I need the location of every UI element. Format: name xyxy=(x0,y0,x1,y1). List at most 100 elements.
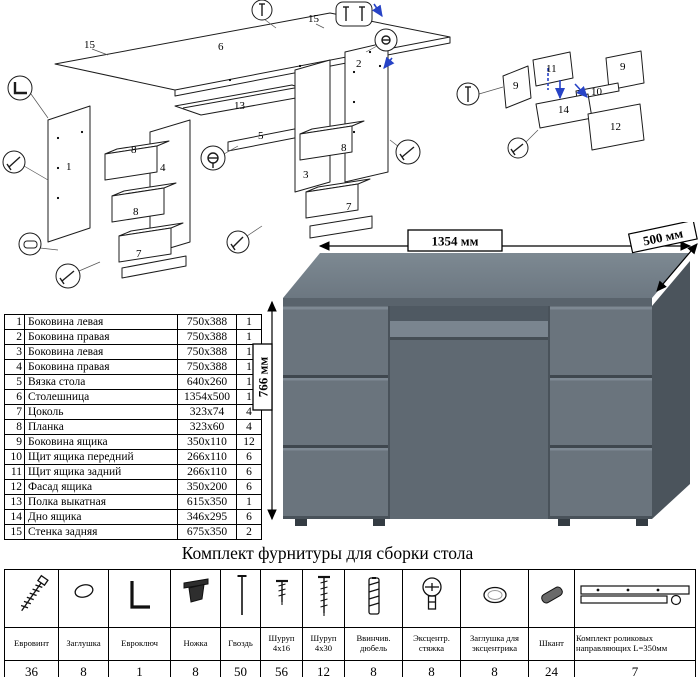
hardware-icon-cell xyxy=(4,569,59,628)
part-name: Щит ящика передний xyxy=(24,449,178,465)
part-label-15: 15 xyxy=(84,39,96,51)
hardware-quantities-row: 36 8 1 8 50 56 12 8 8 8 24 7 xyxy=(4,660,696,677)
part-label-3: 3 xyxy=(303,169,309,181)
part-label-6: 6 xyxy=(218,41,224,53)
part-name: Боковина правая xyxy=(24,329,178,345)
drawer-box xyxy=(305,183,359,219)
hardware-name: Заглушка для эксцентрика xyxy=(460,627,529,661)
hardware-name: Гвоздь xyxy=(220,627,261,661)
part-num: 11 xyxy=(4,464,25,480)
part-name: Боковина левая xyxy=(24,314,178,330)
dim-height-box: 766 мм xyxy=(252,343,273,411)
assembly-direction-arrows xyxy=(372,3,395,69)
part-size: 750x388 xyxy=(177,344,237,360)
hardware-icon-cell xyxy=(170,569,221,628)
part-size: 323x60 xyxy=(177,419,237,435)
part-num: 5 xyxy=(4,374,25,390)
part-name: Вязка стола xyxy=(24,374,178,390)
hardware-name: Евроключ xyxy=(108,627,171,661)
hardware-name: Эксцентр. стяжка xyxy=(402,627,461,661)
part-label-5: 5 xyxy=(258,130,264,142)
hardware-name: Шуруп 4x30 xyxy=(302,627,345,661)
desk-3d-render: 1354 мм 500 мм 766 мм xyxy=(252,222,698,526)
part-qty: 2 xyxy=(236,524,262,540)
part-size: 346x295 xyxy=(177,509,237,525)
callout-dowel xyxy=(18,232,42,256)
part-num: 4 xyxy=(4,359,25,375)
hardware-qty: 8 xyxy=(402,660,461,677)
desk-top-surface xyxy=(283,253,690,298)
hardware-qty: 8 xyxy=(170,660,221,677)
hardware-name: Шуруп 4x16 xyxy=(260,627,303,661)
part-tabletop-6 xyxy=(54,12,451,91)
part-name: Стенка задняя xyxy=(24,524,178,540)
eurovint-icon xyxy=(20,574,49,612)
hardware-qty: 7 xyxy=(574,660,696,677)
hardware-name: Заглушка xyxy=(58,627,109,661)
drawer-box xyxy=(299,125,353,161)
part-size: 675x350 xyxy=(177,524,237,540)
part-name: Боковина ящика xyxy=(24,434,178,450)
keyboard-tray xyxy=(390,321,548,337)
part-num: 6 xyxy=(4,389,25,405)
hardware-name: Ввинчив. дюбель xyxy=(344,627,403,661)
part-num: 14 xyxy=(4,509,25,525)
desk-middle-shadow xyxy=(390,306,548,321)
part-num: 7 xyxy=(4,404,25,420)
desk-exploded-diagram: 15 6 15 1 8 4 8 7 13 5 3 2 8 7 xyxy=(2,0,451,289)
cam-cap-icon xyxy=(482,586,507,604)
hardware-name: Ножка xyxy=(170,627,221,661)
left-pedestal xyxy=(283,306,390,519)
hardware-qty: 50 xyxy=(220,660,261,677)
dim-width-label: 1354 мм xyxy=(432,234,479,249)
part-num: 12 xyxy=(4,479,25,495)
part-size: 266x110 xyxy=(177,449,237,465)
part-name: Полка выкатная xyxy=(24,494,178,510)
shelf-rail-line xyxy=(182,86,301,109)
part-size: 750x388 xyxy=(177,314,237,330)
part-size: 640x260 xyxy=(177,374,237,390)
part-label-9: 9 xyxy=(513,80,519,92)
tray-underline xyxy=(390,337,548,340)
desk-middle-back xyxy=(390,306,548,519)
part-label-2: 2 xyxy=(356,58,362,70)
hardware-icon-cell xyxy=(58,569,109,628)
part-label-14: 14 xyxy=(558,104,570,116)
part-size: 1354x500 xyxy=(177,389,237,405)
hardware-qty: 8 xyxy=(58,660,109,677)
nail-icon xyxy=(237,575,247,615)
part-label-8: 8 xyxy=(133,206,139,218)
hardware-qty: 8 xyxy=(344,660,403,677)
part-size: 350x110 xyxy=(177,434,237,450)
hardware-icon-cell xyxy=(460,569,529,628)
part-label-10: 10 xyxy=(591,86,603,98)
part-number-labels: 15 6 15 1 8 4 8 7 13 5 3 2 8 7 xyxy=(66,13,362,260)
hardware-qty: 24 xyxy=(528,660,575,677)
part-label-4: 4 xyxy=(160,162,166,174)
part-size: 750x388 xyxy=(177,329,237,345)
drawer-box xyxy=(111,187,165,223)
desk-feet xyxy=(295,519,648,526)
hardware-name: Евровинт xyxy=(4,627,59,661)
part-label-8: 8 xyxy=(131,144,137,156)
part-num: 1 xyxy=(4,314,25,330)
cap-icon xyxy=(74,584,93,598)
hardware-icon-cell xyxy=(528,569,575,628)
part-back-shield-11 xyxy=(532,51,574,87)
hardware-qty: 8 xyxy=(460,660,529,677)
hardware-name: Комплект роликовых направляющих L=350мм xyxy=(574,627,696,661)
part-label-11: 11 xyxy=(546,63,557,75)
screw-4x30-icon xyxy=(318,575,330,616)
part-label-1: 1 xyxy=(66,161,72,173)
dim-depth-box: 500 мм xyxy=(627,222,698,254)
part-num: 2 xyxy=(4,329,25,345)
part-drawer-side-9 xyxy=(605,50,645,91)
hardware-icon-cell xyxy=(260,569,303,628)
part-name: Фасад ящика xyxy=(24,479,178,495)
